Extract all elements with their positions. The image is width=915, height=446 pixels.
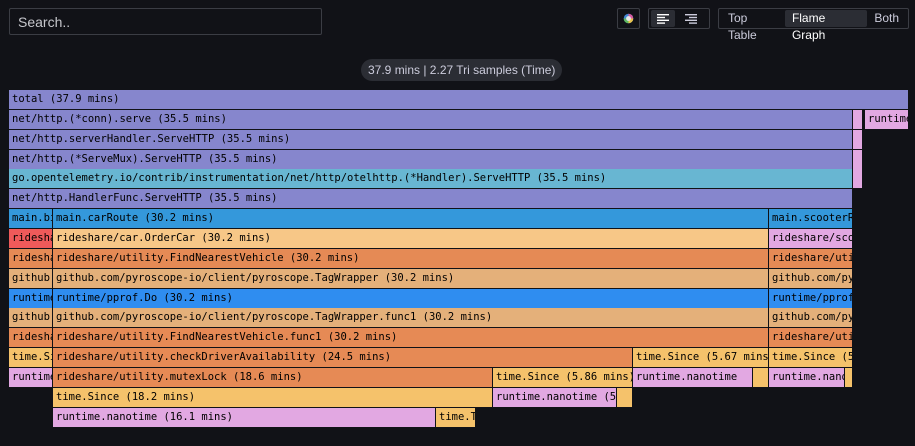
- flame-frame[interactable]: rideshare/bike.OrderBike: [9, 228, 53, 248]
- flame-frame[interactable]: runtime.nanotime: [633, 367, 753, 387]
- flame-frame[interactable]: github.com/pyroscope-io/client/pyroscope…: [53, 308, 769, 328]
- top-table-button[interactable]: Top Table: [728, 11, 757, 42]
- flame-frame[interactable]: [753, 367, 769, 387]
- flame-frame[interactable]: time.Since (5.67 mins): [633, 348, 769, 368]
- flame-frame[interactable]: rideshare/utility.FindNearestVehicle (30…: [53, 248, 769, 268]
- search-input[interactable]: [9, 8, 322, 35]
- flame-frame[interactable]: rideshare/utility.mutexLock (18.6 mins): [53, 367, 493, 387]
- flame-frame[interactable]: runtime/pprof.Do: [9, 288, 53, 308]
- flame-frame[interactable]: go.opentelemetry.io/contrib/instrumentat…: [9, 169, 853, 189]
- flame-frame[interactable]: net/http.serverHandler.ServeHTTP (35.5 m…: [9, 129, 853, 149]
- flame-frame[interactable]: [617, 387, 633, 407]
- flame-frame[interactable]: time.Since: [9, 348, 53, 368]
- flame-frame[interactable]: runtime.gcBgMarkWorker: [865, 109, 909, 129]
- flame-frame[interactable]: time.Time.Sub: [436, 407, 476, 427]
- flame-frame[interactable]: net/http.(*conn).serve (35.5 mins): [9, 109, 853, 129]
- flame-graph-button[interactable]: Flame Graph: [784, 10, 868, 42]
- both-button[interactable]: Both: [874, 11, 899, 25]
- view-mode-group: Top Table Flame Graph Both: [718, 8, 909, 42]
- flame-frame[interactable]: github.com/pyroscope-io/client/pyroscope…: [53, 268, 769, 288]
- flame-frame[interactable]: rideshare/utility.FindNearestVehicle.fun…: [769, 328, 853, 348]
- flame-frame[interactable]: runtime.nanotime (5.86 mins): [493, 387, 617, 407]
- flame-frame[interactable]: rideshare/utility.FindNearestVehicle: [9, 248, 53, 268]
- flame-frame[interactable]: [853, 109, 863, 129]
- flamegraph-summary: 37.9 mins | 2.27 Tri samples (Time): [361, 59, 563, 81]
- flame-frame[interactable]: rideshare/utility.checkDriverAvailabilit…: [53, 348, 633, 368]
- flame-frame[interactable]: main.carRoute (30.2 mins): [53, 209, 769, 229]
- flame-frame[interactable]: rideshare/utility.FindNearestVehicle.fun…: [9, 328, 53, 348]
- color-scheme-group: [617, 8, 640, 29]
- flame-frame[interactable]: net/http.(*ServeMux).ServeHTTP (35.5 min…: [9, 149, 853, 169]
- color-palette-icon: [623, 13, 634, 24]
- flame-frame[interactable]: time.Since (5.67 mins): [769, 348, 853, 368]
- flame-frame[interactable]: [853, 129, 863, 149]
- align-left-icon: [657, 13, 669, 24]
- align-left-button[interactable]: [651, 10, 675, 27]
- flame-frame[interactable]: main.scooterRoute: [769, 209, 853, 229]
- flame-frame[interactable]: rideshare/car.OrderCar (30.2 mins): [53, 228, 769, 248]
- flame-frame[interactable]: time.Since (18.2 mins): [53, 387, 493, 407]
- flame-frame[interactable]: total (37.9 mins): [9, 90, 909, 109]
- flame-frame[interactable]: rideshare/scooter.OrderScooter: [769, 228, 853, 248]
- flame-frame[interactable]: time.Since (5.86 mins): [493, 367, 633, 387]
- color-scheme-button[interactable]: [618, 10, 639, 27]
- flame-frame[interactable]: github.com/pyroscope-io/client/pyroscope…: [769, 308, 853, 328]
- flame-frame[interactable]: rideshare/utility.FindNearestVehicle: [769, 248, 853, 268]
- flame-frame[interactable]: runtime.nanotime: [9, 367, 53, 387]
- flame-frame[interactable]: runtime/pprof.Do (30.2 mins): [53, 288, 769, 308]
- flame-frame[interactable]: [853, 149, 863, 169]
- flame-frame[interactable]: runtime.nanotime: [769, 367, 845, 387]
- flame-frame[interactable]: [845, 367, 853, 387]
- flame-frame[interactable]: rideshare/utility.FindNearestVehicle.fun…: [53, 328, 769, 348]
- flame-frame[interactable]: github.com/pyroscope-io/client/pyroscope…: [9, 268, 53, 288]
- align-right-icon: [685, 13, 697, 24]
- flame-frame[interactable]: runtime.nanotime (16.1 mins): [53, 407, 436, 427]
- text-align-group: [648, 8, 710, 29]
- align-right-button[interactable]: [679, 10, 703, 27]
- flame-frame[interactable]: github.com/pyroscope-io/client/pyroscope…: [769, 268, 853, 288]
- flame-frame[interactable]: [853, 169, 863, 189]
- flame-frame[interactable]: runtime/pprof.Do: [769, 288, 853, 308]
- flame-frame[interactable]: github.com/pyroscope-io/client/pyroscope…: [9, 308, 53, 328]
- flame-frame[interactable]: net/http.HandlerFunc.ServeHTTP (35.5 min…: [9, 189, 853, 209]
- flame-frame[interactable]: main.bikeRoute: [9, 209, 53, 229]
